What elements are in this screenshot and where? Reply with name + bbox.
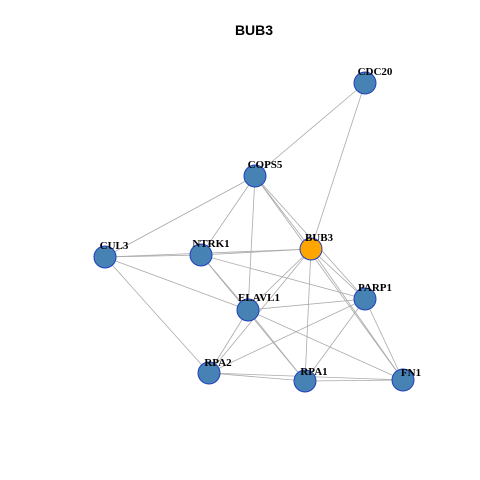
edge-cul3-rpa2 [104, 256, 210, 374]
edge-bub3-rpa1 [304, 248, 312, 382]
node-label-rpa1: RPA1 [300, 366, 327, 378]
edge-parp1-fn1 [364, 298, 404, 381]
node-label-rpa2: RPA2 [204, 357, 232, 369]
edge-rpa1-fn1 [304, 379, 404, 382]
edge-bub3-parp1 [310, 248, 366, 300]
edge-bub3-elavl1 [247, 248, 312, 311]
edge-rpa2-rpa1 [208, 372, 306, 382]
node-label-parp1: PARP1 [358, 282, 392, 294]
diagram-title: BUB3 [235, 22, 273, 38]
edge-layer [104, 82, 404, 382]
node-rpa2[interactable] [197, 361, 221, 385]
edge-elavl1-fn1 [247, 309, 404, 381]
edge-cdc20-bub3 [310, 82, 366, 250]
edge-bub3-rpa2 [208, 248, 312, 374]
node-label-cdc20: CDC20 [358, 66, 393, 78]
edge-parp1-rpa1 [304, 298, 366, 382]
node-label-ntrk1: NTRK1 [192, 238, 229, 250]
edge-cops5-parp1 [254, 175, 366, 300]
node-parp1[interactable] [353, 287, 377, 311]
node-cops5[interactable] [243, 164, 267, 188]
node-rpa1[interactable] [293, 369, 317, 393]
edge-cops5-bub3 [254, 175, 312, 250]
edge-cops5-elavl1 [247, 175, 256, 311]
node-elavl1[interactable] [236, 298, 260, 322]
edge-ntrk1-bub3 [200, 248, 312, 256]
node-label-cul3: CUL3 [100, 240, 129, 252]
node-bub3[interactable] [299, 237, 323, 261]
edge-cops5-fn1 [254, 175, 404, 381]
edge-elavl1-rpa2 [208, 309, 249, 374]
edge-elavl1-rpa1 [247, 309, 306, 382]
node-label-cops5: COPS5 [248, 159, 283, 171]
node-layer [93, 71, 415, 393]
node-label-fn1: FN1 [401, 367, 421, 379]
edge-parp1-rpa2 [208, 298, 366, 374]
node-cdc20[interactable] [353, 71, 377, 95]
edge-cops5-ntrk1 [200, 175, 256, 256]
edge-cul3-elavl1 [104, 256, 249, 311]
node-ntrk1[interactable] [189, 243, 213, 267]
node-label-bub3: BUB3 [305, 232, 334, 244]
edge-cdc20-cops5 [254, 82, 366, 177]
node-label-elavl1: ELAVL1 [238, 292, 280, 304]
edge-bub3-fn1 [310, 248, 404, 381]
edge-cops5-cul3 [104, 175, 256, 258]
edge-ntrk1-parp1 [200, 254, 366, 300]
edge-elavl1-parp1 [247, 298, 366, 311]
node-cul3[interactable] [93, 245, 117, 269]
node-fn1[interactable] [391, 368, 415, 392]
